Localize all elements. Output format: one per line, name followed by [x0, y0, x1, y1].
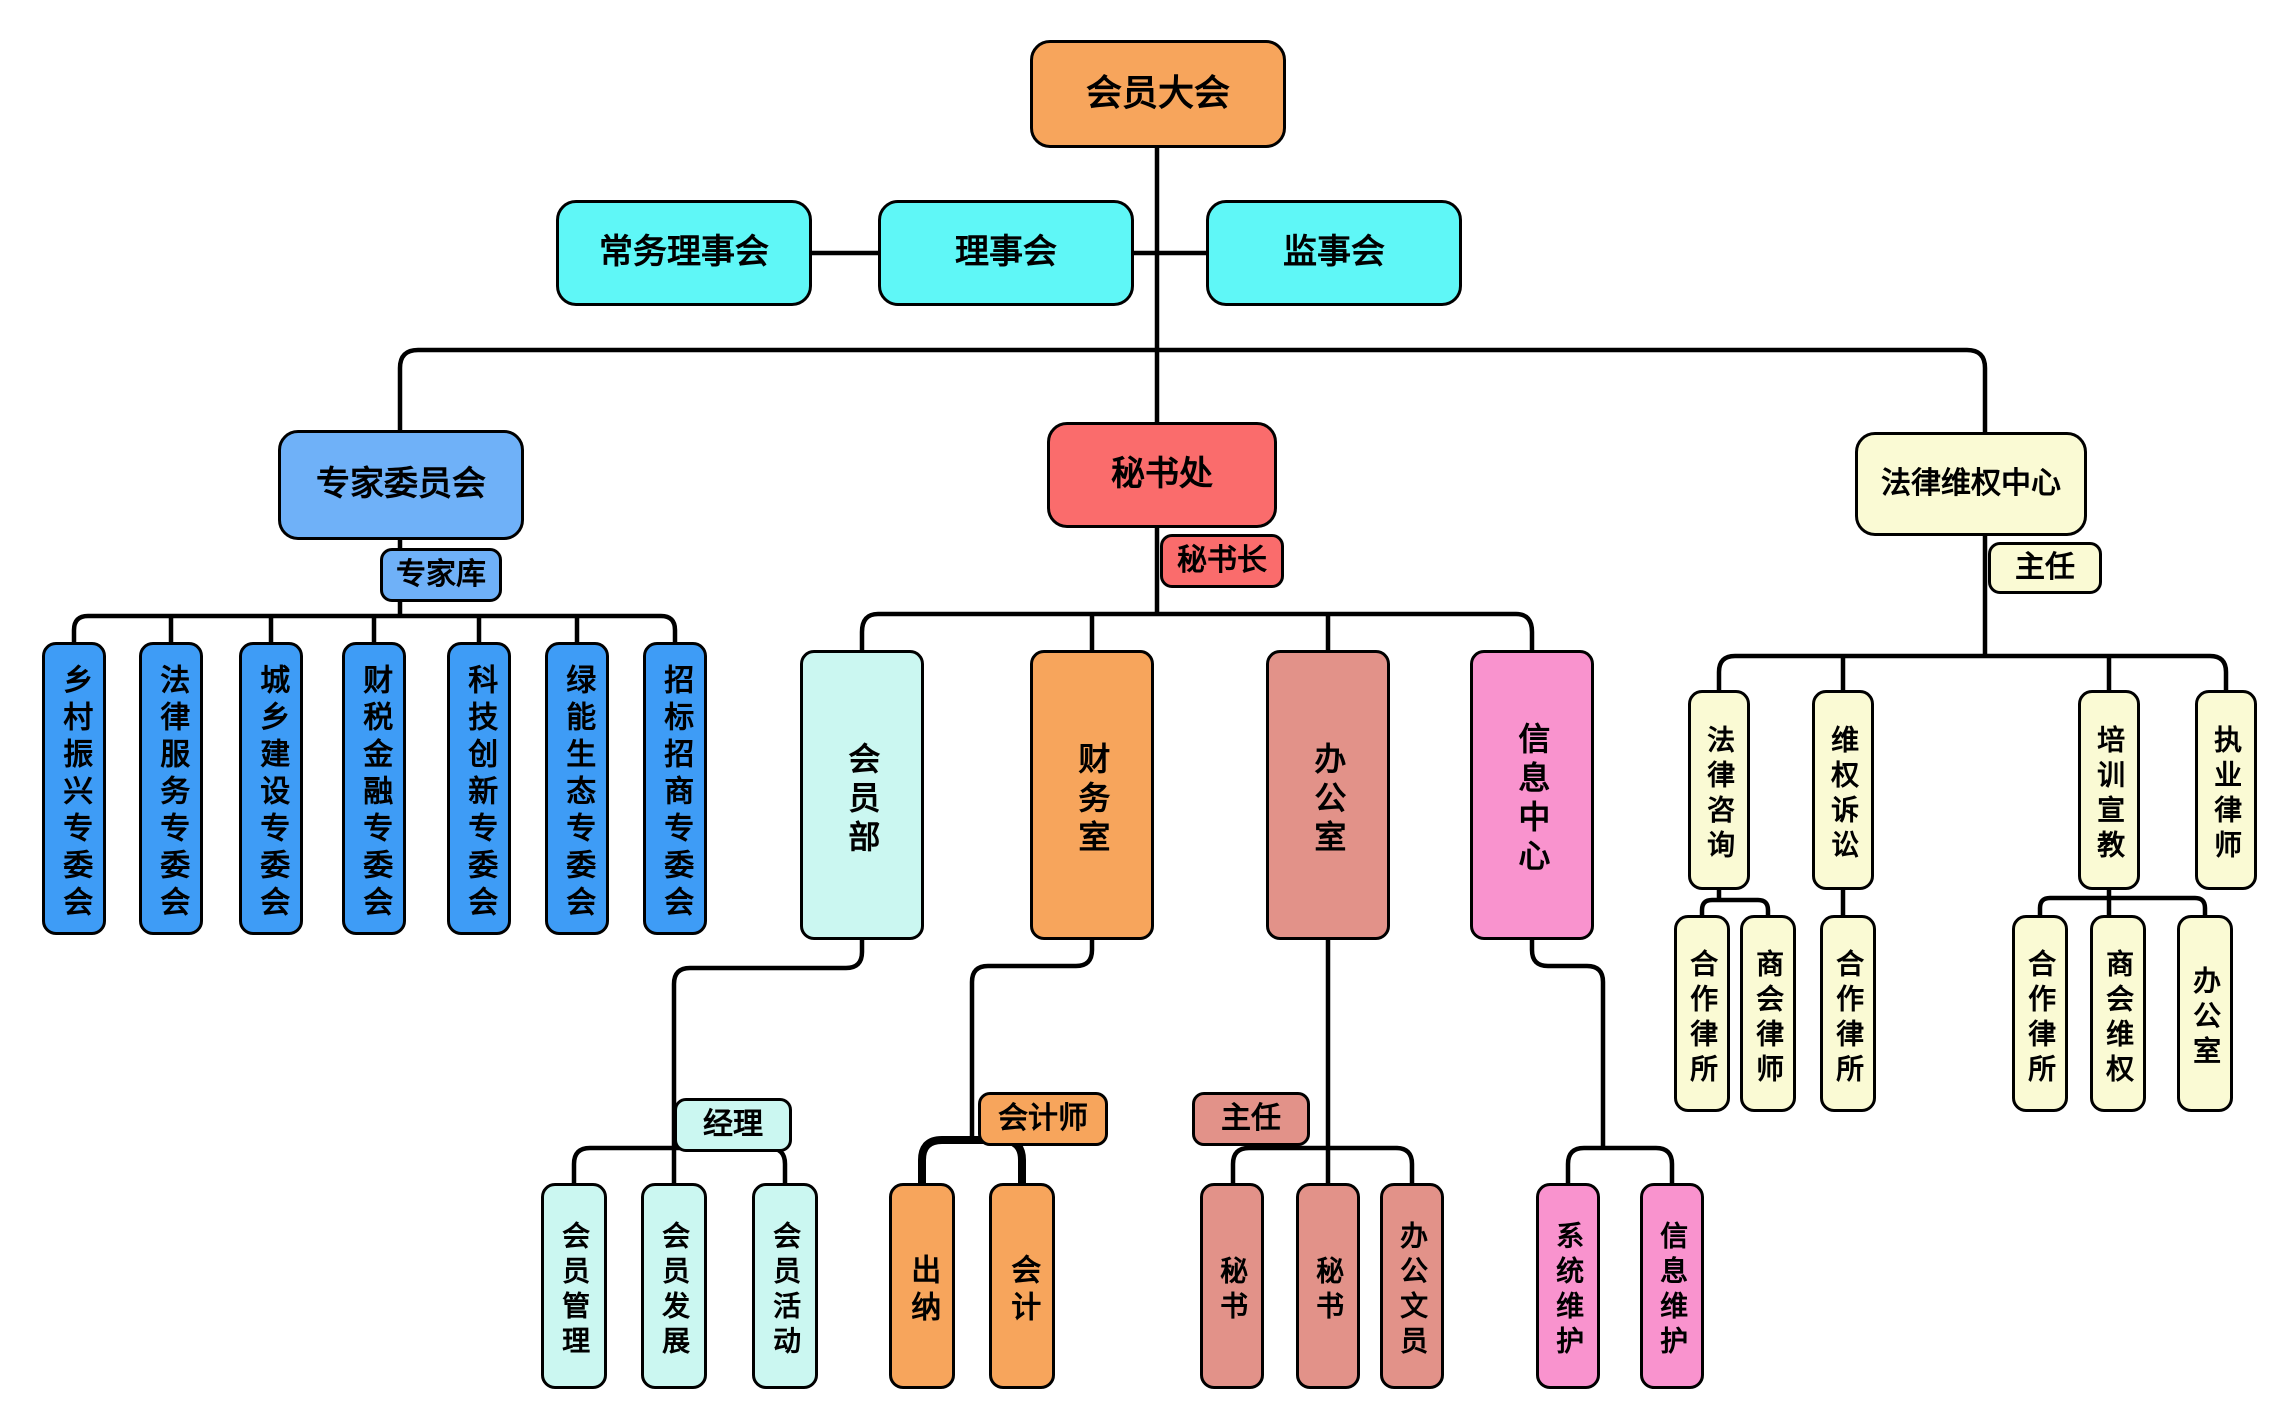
node-standing-council: 常务理事会 — [556, 200, 812, 306]
node-committee-urban: 城乡建设专委会 — [239, 642, 303, 935]
node-committee-tech: 科技创新专委会 — [447, 642, 511, 935]
node-secretary-2: 秘书 — [1296, 1183, 1360, 1389]
tag-secretary-general: 秘书长 — [1160, 534, 1284, 588]
node-partner-law-firm-3: 合作律所 — [2012, 915, 2068, 1112]
node-council: 理事会 — [878, 200, 1134, 306]
node-partner-law-firm-1: 合作律所 — [1674, 915, 1730, 1112]
node-practicing-lawyers: 执业律师 — [2195, 690, 2257, 890]
node-expert-committee: 专家委员会 — [278, 430, 524, 540]
node-legal-rights-center: 法律维权中心 — [1855, 432, 2087, 536]
connector-finance-bracket — [918, 1136, 1026, 1187]
connector-office — [1230, 937, 1415, 1186]
node-supervisory-board: 监事会 — [1206, 200, 1462, 306]
node-member-development: 会员发展 — [641, 1183, 707, 1389]
node-rights-litigation: 维权诉讼 — [1812, 690, 1874, 890]
tag-legal-director: 主任 — [1988, 542, 2102, 594]
connector-main-branch — [397, 347, 1988, 435]
node-committee-green: 绿能生态专委会 — [545, 642, 609, 935]
connector-expert — [71, 537, 678, 645]
tag-manager: 经理 — [674, 1098, 792, 1152]
node-office-clerk: 办公文员 — [1380, 1183, 1444, 1389]
connector-info-center — [1529, 937, 1675, 1186]
node-chamber-rights: 商会维权 — [2090, 915, 2146, 1112]
node-membership-dept: 会员部 — [800, 650, 924, 940]
node-legal-consulting: 法律咨询 — [1688, 690, 1750, 890]
tag-office-director: 主任 — [1192, 1092, 1310, 1146]
node-system-maintenance: 系统维护 — [1536, 1183, 1600, 1389]
node-member-activities: 会员活动 — [752, 1183, 818, 1389]
node-committee-legal-service: 法律服务专委会 — [139, 642, 203, 935]
node-member-management: 会员管理 — [541, 1183, 607, 1389]
connector-secretariat — [859, 525, 1535, 653]
node-member-assembly: 会员大会 — [1030, 40, 1286, 148]
connector-trunk — [809, 145, 1209, 425]
tag-accountant: 会计师 — [978, 1092, 1108, 1146]
node-general-office: 办公室 — [1266, 650, 1390, 940]
connector-legal-children — [1699, 887, 2208, 918]
connector-legal — [1716, 533, 2229, 693]
node-bookkeeper: 会计 — [989, 1183, 1055, 1389]
tag-expert-pool: 专家库 — [380, 548, 502, 602]
node-info-center: 信息中心 — [1470, 650, 1594, 940]
node-committee-finance-tax: 财税金融专委会 — [342, 642, 406, 935]
node-chamber-lawyer: 商会律师 — [1740, 915, 1796, 1112]
node-office-room: 办公室 — [2177, 915, 2233, 1112]
node-training-education: 培训宣教 — [2078, 690, 2140, 890]
node-finance-office: 财务室 — [1030, 650, 1154, 940]
node-committee-bidding: 招标招商专委会 — [643, 642, 707, 935]
connector-finance-feed — [969, 937, 1095, 1143]
node-secretariat: 秘书处 — [1047, 422, 1277, 528]
node-committee-rural: 乡村振兴专委会 — [42, 642, 106, 935]
node-cashier: 出纳 — [889, 1183, 955, 1389]
node-info-maintenance: 信息维护 — [1640, 1183, 1704, 1389]
node-secretary-1: 秘书 — [1200, 1183, 1264, 1389]
node-partner-law-firm-2: 合作律所 — [1820, 915, 1876, 1112]
